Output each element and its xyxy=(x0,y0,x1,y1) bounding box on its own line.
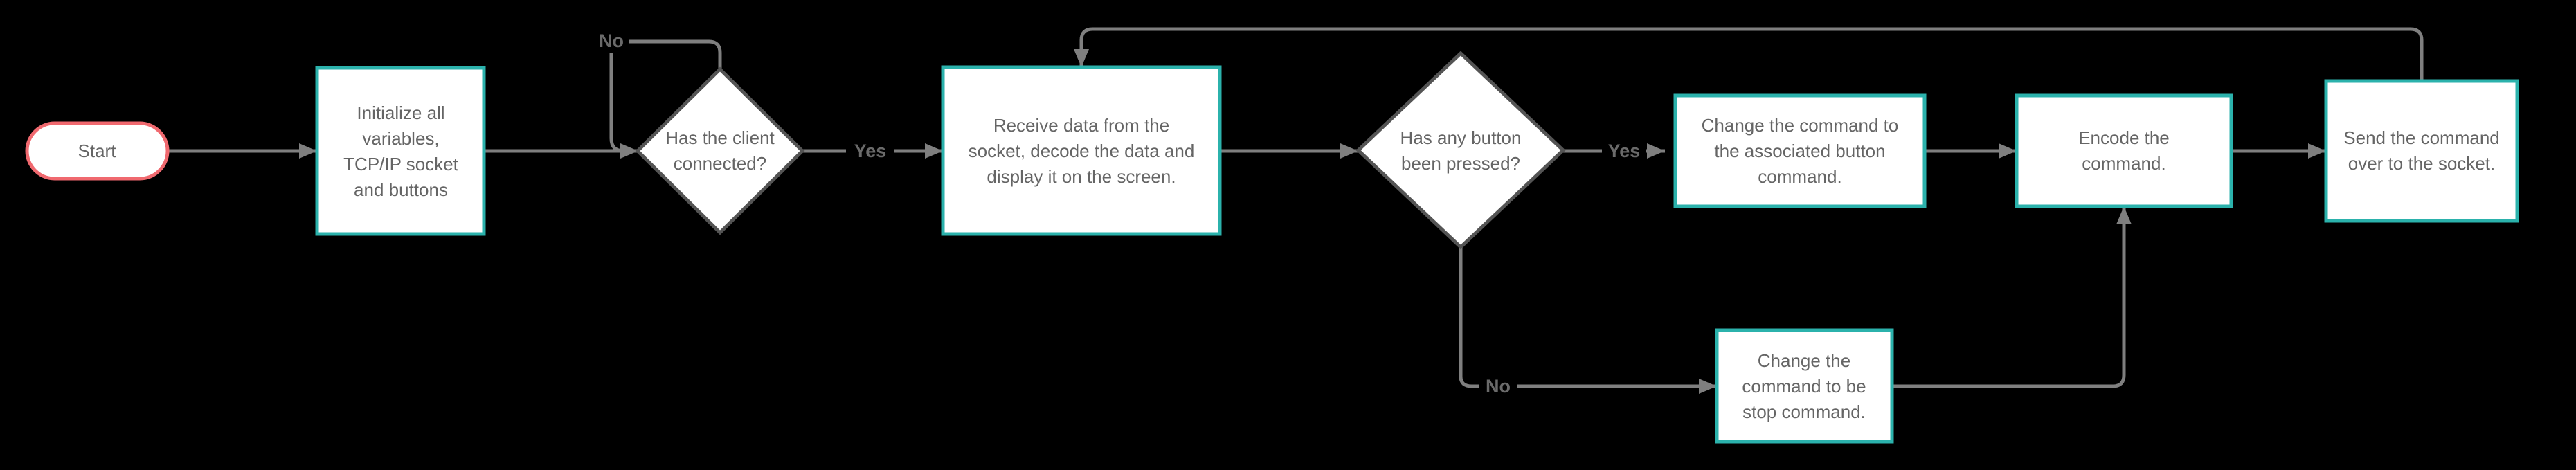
encode-cmd-process-shape xyxy=(2015,93,2233,208)
node-start: Start xyxy=(25,121,170,181)
receive-data-process-shape xyxy=(941,65,1222,236)
button-pressed-decision-shape xyxy=(1355,51,1566,250)
edge-send-feedback-to-receive xyxy=(1074,27,2424,81)
yes-button-label: Yes xyxy=(1608,141,1641,161)
no-client-label: No xyxy=(599,30,624,51)
start-label: Start xyxy=(78,141,117,161)
edge-button-pressed-no-segment xyxy=(1459,247,1479,388)
initialize-process-shape xyxy=(315,66,486,236)
edge-change-stop-cmd-to-encode xyxy=(1892,206,2132,388)
client-connected-decision-shape xyxy=(635,66,805,235)
yes-client-label: Yes xyxy=(854,141,887,161)
no-button-label: No xyxy=(1486,376,1511,397)
edge-labels: No Yes Yes No xyxy=(599,30,1640,397)
edge-client-connected-no-loop-return xyxy=(609,53,624,153)
connectors xyxy=(168,27,2424,394)
start-terminator-shape xyxy=(25,121,170,181)
send-cmd-process-shape xyxy=(2324,79,2519,223)
edge-client-connected-no-loop-top xyxy=(629,39,722,69)
change-stop-cmd-process-shape xyxy=(1715,328,1894,444)
change-button-cmd-process-shape xyxy=(1673,93,1927,208)
